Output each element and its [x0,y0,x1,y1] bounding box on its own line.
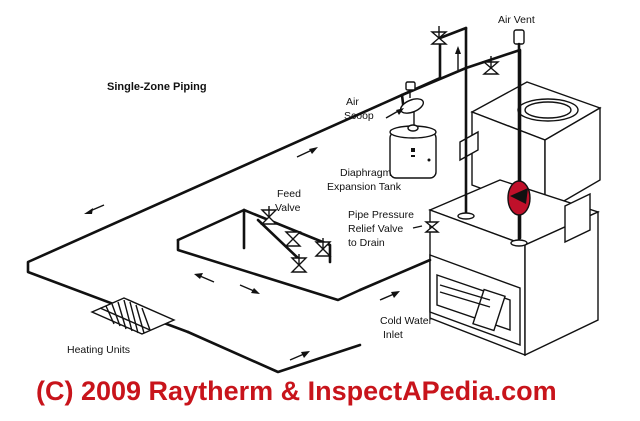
label-feed-valve-2: Valve [275,202,301,214]
feed-valve-4 [290,254,308,273]
label-relief-valve-1: Pipe Pressure [348,209,414,221]
label-relief-valve-3: to Drain [348,237,385,249]
label-feed-valve-1: Feed [277,188,301,200]
label-cold-water-2: Inlet [383,329,403,341]
label-expansion-tank-2: Expansion Tank [327,181,402,193]
expansion-tank-icon [389,112,437,179]
feed-valve-3 [314,238,332,257]
circulator-pump-icon [507,180,531,216]
label-heating-units: Heating Units [67,344,130,356]
copyright-notice: (C) 2009 Raytherm & InspectAPedia.com [36,376,557,406]
label-air-scoop-2: Scoop [344,110,374,122]
diagram-title: Single-Zone Piping [107,81,207,93]
heating-unit-radiator [90,297,176,335]
boiler [428,81,602,357]
feed-valve-1 [260,206,278,225]
label-relief-valve-2: Relief Valve [348,223,403,235]
boiler-supply-riser [457,212,475,220]
label-expansion-tank-1: Diaphragm [340,167,392,179]
relief-valve [424,221,440,233]
flow-arrows [84,46,461,361]
label-air-vent: Air Vent [498,14,535,26]
feed-valve-2 [284,231,302,247]
label-air-scoop-1: Air [346,96,359,108]
valve-top-right [482,56,500,75]
valve-top-left [430,26,448,45]
label-cold-water-1: Cold Water [380,315,433,327]
